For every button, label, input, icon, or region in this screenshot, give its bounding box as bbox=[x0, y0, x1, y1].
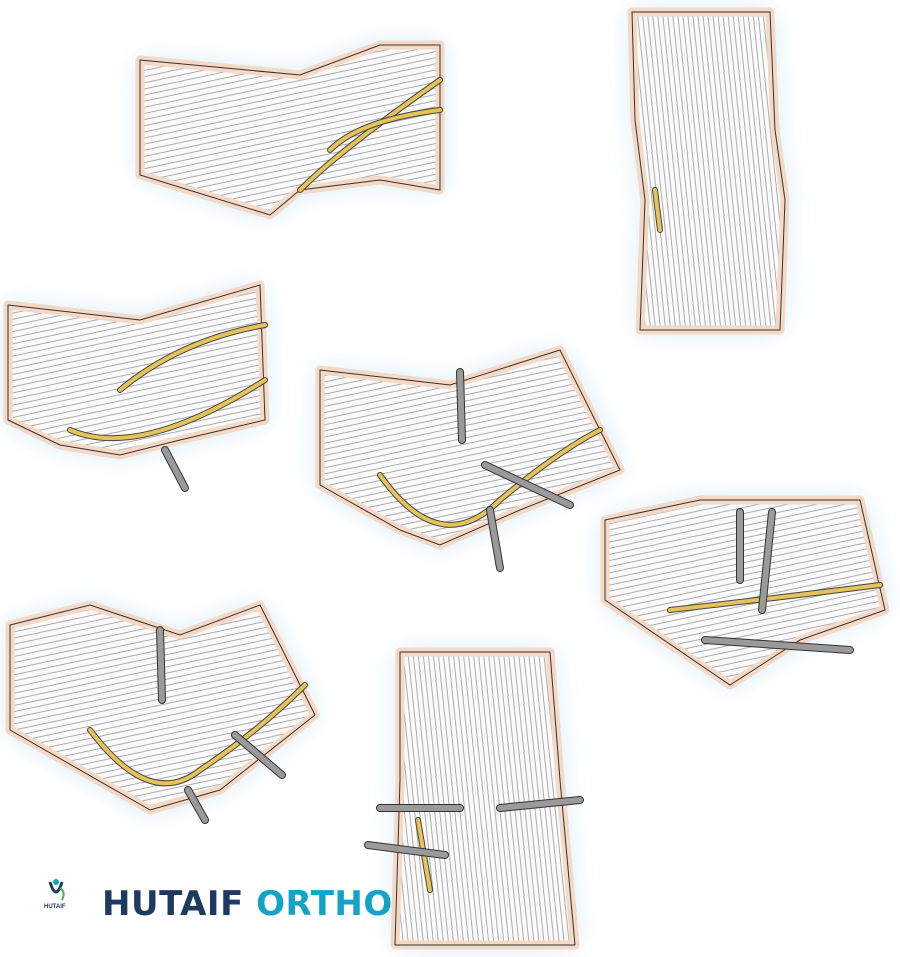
retractor-fill bbox=[457, 369, 465, 443]
retractor-fill bbox=[365, 842, 448, 858]
retractor-fill bbox=[157, 627, 165, 703]
illustration-panel-4 bbox=[315, 345, 625, 572]
panel-outline bbox=[631, 11, 786, 331]
skin-outline bbox=[390, 647, 580, 950]
logo-text: HUTAIF bbox=[44, 904, 66, 910]
skin-outline bbox=[135, 40, 445, 220]
panel-outline bbox=[9, 604, 316, 811]
nerve bbox=[118, 323, 267, 392]
illustration-panel-2 bbox=[627, 7, 790, 335]
brand-name-primary: HUTAIF bbox=[102, 884, 244, 924]
nerve bbox=[653, 188, 662, 232]
illustration-panel-5 bbox=[600, 495, 890, 690]
nerve bbox=[68, 378, 267, 441]
nerve bbox=[88, 683, 307, 786]
retractor-fill bbox=[185, 787, 208, 823]
panel-outline bbox=[319, 349, 621, 546]
retractor-fill bbox=[162, 447, 188, 491]
retractor-fill bbox=[232, 732, 285, 778]
nerve bbox=[378, 428, 602, 527]
nerve bbox=[298, 78, 442, 192]
brand-name: HUTAIF ORTHO bbox=[102, 884, 393, 924]
illustration-panel-3 bbox=[3, 280, 270, 492]
retractor-fill bbox=[702, 637, 853, 653]
illustration-panel-6 bbox=[5, 600, 320, 824]
retractor-fill bbox=[759, 509, 775, 613]
brand-logo-icon bbox=[42, 878, 70, 918]
brand-name-accent: ORTHO bbox=[256, 884, 393, 924]
panel-outline bbox=[7, 284, 266, 456]
panel-outline bbox=[604, 499, 886, 686]
nerve bbox=[328, 108, 442, 152]
panel-outline bbox=[139, 44, 441, 216]
retractor-fill bbox=[487, 507, 503, 571]
illustration-panel-7 bbox=[364, 647, 584, 950]
retractor-fill bbox=[482, 462, 573, 508]
skin-outline bbox=[627, 7, 790, 335]
illustration-panel-1 bbox=[135, 40, 445, 220]
panel-outline bbox=[394, 651, 576, 946]
nerve bbox=[668, 583, 882, 612]
retractor-fill bbox=[497, 797, 583, 811]
